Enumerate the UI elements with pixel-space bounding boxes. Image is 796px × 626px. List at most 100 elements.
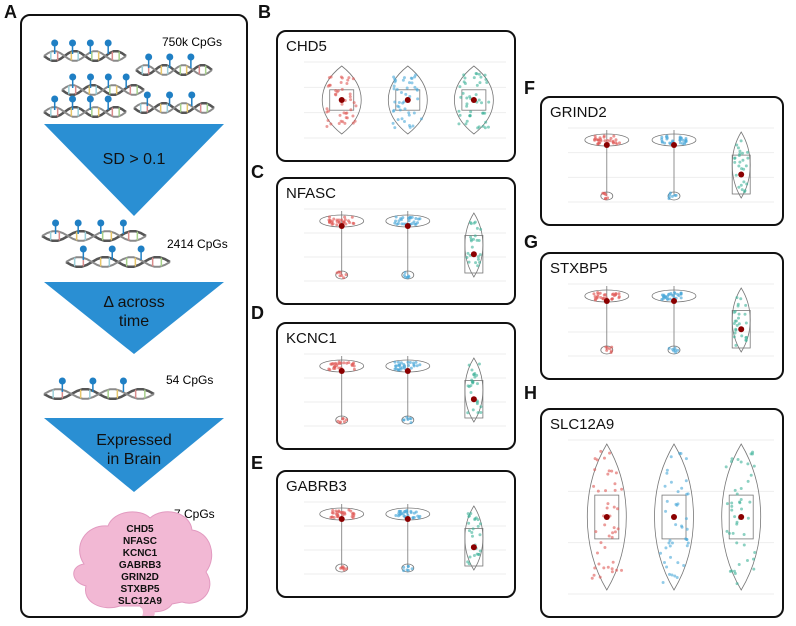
data-point xyxy=(667,572,671,576)
violin-panel-grind2: GRIND2 xyxy=(540,96,784,226)
brain-gene-1: CHD5 xyxy=(126,524,154,535)
data-point xyxy=(463,76,467,80)
data-point xyxy=(394,364,398,368)
data-point xyxy=(412,511,416,515)
filter-brain-label-1: Expressed xyxy=(96,432,172,449)
data-point xyxy=(462,80,466,84)
data-point xyxy=(343,215,347,219)
panel-title-slc12a9: SLC12A9 xyxy=(550,416,615,433)
cpg-dot xyxy=(104,39,112,47)
data-point xyxy=(416,217,420,221)
dna-backbone xyxy=(43,106,127,118)
data-point xyxy=(618,141,622,145)
data-point xyxy=(399,218,403,222)
cpg-dot xyxy=(74,219,82,227)
data-point xyxy=(606,502,610,506)
data-point xyxy=(394,513,398,517)
data-point xyxy=(402,365,406,369)
violin-panel-slc12a9: SLC12A9 xyxy=(540,408,784,618)
data-point xyxy=(472,221,476,225)
dna-backbone xyxy=(43,388,155,400)
data-point xyxy=(337,366,341,370)
data-point xyxy=(673,574,677,578)
panel-title-chd5: CHD5 xyxy=(286,38,327,55)
data-point xyxy=(667,346,671,350)
data-point xyxy=(400,117,404,121)
data-point xyxy=(341,220,345,224)
cpg-dot xyxy=(119,377,127,385)
data-point xyxy=(341,416,345,420)
data-point xyxy=(394,79,398,83)
cpg-dot xyxy=(108,245,116,253)
data-point xyxy=(478,81,482,85)
panel-letter-d: D xyxy=(251,303,264,323)
data-point xyxy=(398,513,402,517)
data-point xyxy=(483,126,487,130)
violin-panel-gabrb3: GABRB3 xyxy=(276,470,516,598)
data-point xyxy=(470,534,474,538)
data-point xyxy=(395,222,399,226)
data-point xyxy=(613,530,617,534)
data-point xyxy=(739,460,743,464)
cpg-dot xyxy=(86,95,94,103)
data-point xyxy=(737,322,741,326)
data-point xyxy=(612,526,616,530)
data-point xyxy=(331,511,335,515)
mean-marker xyxy=(738,171,745,178)
data-point xyxy=(330,219,334,223)
data-point xyxy=(608,451,612,455)
data-point xyxy=(473,517,477,521)
data-point xyxy=(737,563,741,567)
data-point xyxy=(614,138,618,142)
mean-marker xyxy=(603,298,610,304)
data-point xyxy=(352,101,356,105)
data-point xyxy=(602,456,606,460)
cpg-dot xyxy=(166,53,174,61)
data-point xyxy=(610,570,614,574)
data-point xyxy=(392,84,396,88)
data-point xyxy=(740,507,744,511)
data-point xyxy=(392,87,396,91)
data-point xyxy=(394,219,398,223)
data-point xyxy=(676,561,680,565)
data-point xyxy=(742,543,746,547)
data-point xyxy=(328,215,332,219)
violin-tail xyxy=(667,191,681,201)
panel-title-grind2: GRIND2 xyxy=(550,104,607,121)
data-point xyxy=(475,226,479,230)
data-point xyxy=(395,87,399,91)
data-point xyxy=(468,555,472,559)
violin-plot-gabrb3 xyxy=(304,501,506,575)
data-point xyxy=(344,116,348,120)
data-point xyxy=(328,219,332,223)
data-point xyxy=(340,274,344,278)
data-point xyxy=(739,139,743,143)
data-point xyxy=(337,360,341,364)
data-point xyxy=(676,502,680,506)
cpg-dot xyxy=(87,73,95,81)
data-point xyxy=(467,529,471,533)
data-point xyxy=(467,521,471,525)
data-point xyxy=(617,296,621,300)
data-point xyxy=(752,464,756,468)
panel-letter-a: A xyxy=(4,2,17,22)
data-point xyxy=(457,109,461,113)
data-point xyxy=(478,533,482,537)
mean-marker xyxy=(603,514,610,520)
data-point xyxy=(458,113,462,117)
data-point xyxy=(394,215,398,219)
data-point xyxy=(342,420,346,424)
data-point xyxy=(348,95,352,99)
data-point xyxy=(476,257,480,261)
data-point xyxy=(340,218,344,222)
data-point xyxy=(599,541,603,545)
data-point xyxy=(727,531,731,535)
data-point xyxy=(413,222,417,226)
data-point xyxy=(391,121,395,125)
data-point xyxy=(733,156,737,160)
dna-strands-750k xyxy=(43,39,215,119)
data-point xyxy=(468,114,472,118)
data-point xyxy=(742,167,746,171)
data-point xyxy=(740,334,744,338)
data-point xyxy=(477,238,481,242)
